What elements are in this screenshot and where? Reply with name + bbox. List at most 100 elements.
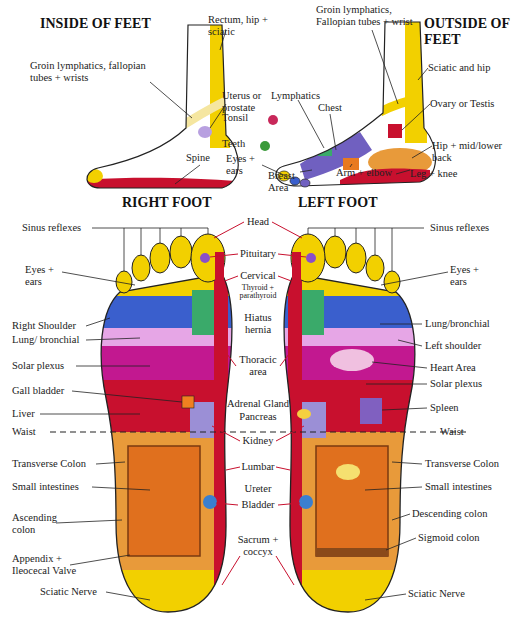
part-label: Transverse Colon [425,458,515,470]
toe [300,179,310,187]
part-label: Hiatus hernia [233,312,283,335]
part-label: Ovary or Testis [430,98,515,110]
foot-outline [276,22,436,186]
part-label: Sciatic and hip [428,62,514,74]
spleen-zone [360,398,382,424]
bladder-zone [203,495,217,509]
heart-zone [330,349,374,371]
part-label: Pancreas [228,411,288,423]
leader-line [382,408,427,410]
groin-zone [380,96,428,112]
part-label: Waist [12,426,102,438]
leader-line [335,228,336,236]
leader-lines [40,30,448,600]
part-label: Eyes + ears [450,264,495,287]
foot-outline [87,25,238,188]
toe [132,255,150,281]
leader-line [396,170,410,174]
leader-line [224,350,236,366]
leader-line [62,272,135,285]
leader-line [381,272,448,285]
sole-foot [90,234,240,620]
legend-text: Tonsil [222,112,248,123]
part-label: Sciatic Nerve [408,588,508,600]
leader-line [216,503,238,505]
part-label: Small intestines [12,481,107,493]
leader-line [150,82,192,118]
intestine-spot [336,464,360,480]
leader-line [210,254,238,257]
part-label: Kidney [228,435,288,447]
leader-line [380,324,422,325]
part-label: Bladder [228,499,288,511]
toe [170,236,192,268]
part-label: Sciatic Nerve [40,586,130,598]
foot-outline [101,274,232,612]
leader-line [372,30,398,104]
part-label: Pituitary [228,248,288,260]
part-label: Rectum, hip + sciatic [208,14,283,37]
legend-item: Tonsil [222,112,292,128]
part-label: Left shoulder [425,340,515,352]
leader-line [276,467,290,470]
part-label: Thyroid + parathyroid [233,284,283,301]
leader-line [300,170,312,172]
leader-line [392,514,410,520]
leader-line [160,228,161,243]
part-label: Groin lymphatics, Fallopian tubes + wris… [316,4,421,27]
part-label: Leg + knee [410,168,470,180]
leader-line [278,254,306,257]
part-label: RIGHT FOOT [122,195,242,210]
part-label: Sinus reflexes [430,222,515,234]
leader-line [214,222,244,238]
zone-group [300,18,432,192]
part-label: Heart Area [430,362,515,374]
part-label: INSIDE OF FEET [40,16,190,32]
leader-line [72,391,182,402]
part-label: LEFT FOOT [298,195,418,210]
leader-line [222,556,240,585]
leader-line [356,228,357,243]
part-label: Gall bladder [12,385,102,397]
leader-line [375,228,376,255]
leader-line [56,520,122,523]
leader-line [308,228,424,229]
leader-line [278,503,300,505]
part-label: Appendix + Ileocecal Valve [12,553,90,576]
part-label: Adrenal Gland [224,398,292,410]
leader-line [280,350,292,366]
part-label: Descending colon [412,508,512,520]
legend-swatch [260,141,270,151]
part-label: Uterus or prostate [222,90,270,113]
part-label: Solar plexus [12,360,102,372]
leader-line [412,146,432,158]
leader-line [76,366,150,367]
legend-swatch [268,115,278,125]
part-label: Lumbar [228,461,288,473]
part-label: OUTSIDE OF FEET [424,16,516,48]
pancreas-zone [297,409,311,419]
leader-line [86,338,140,340]
part-label: Ureter [228,483,288,495]
leader-line [86,318,110,326]
leader-line [175,165,200,184]
leader-line [398,340,422,346]
leader-line [366,384,427,385]
leader-line [70,555,130,565]
part-label: Chest [318,102,358,114]
part-label: Ascending colon [12,512,62,535]
legend-item: Teeth [222,138,292,154]
part-label: Hip + mid/lower back [432,140,516,163]
leader-line [365,594,406,600]
thyroid-zone [192,290,217,335]
part-label: Lung/ bronchial [12,334,102,346]
leader-line [276,426,304,441]
outside-foot [276,18,436,192]
leader-line [372,362,427,368]
leader-line [226,467,240,470]
part-label: Breast Area [268,170,304,193]
part-label: Eyes + ears [226,153,266,176]
spine-zone [80,178,250,195]
